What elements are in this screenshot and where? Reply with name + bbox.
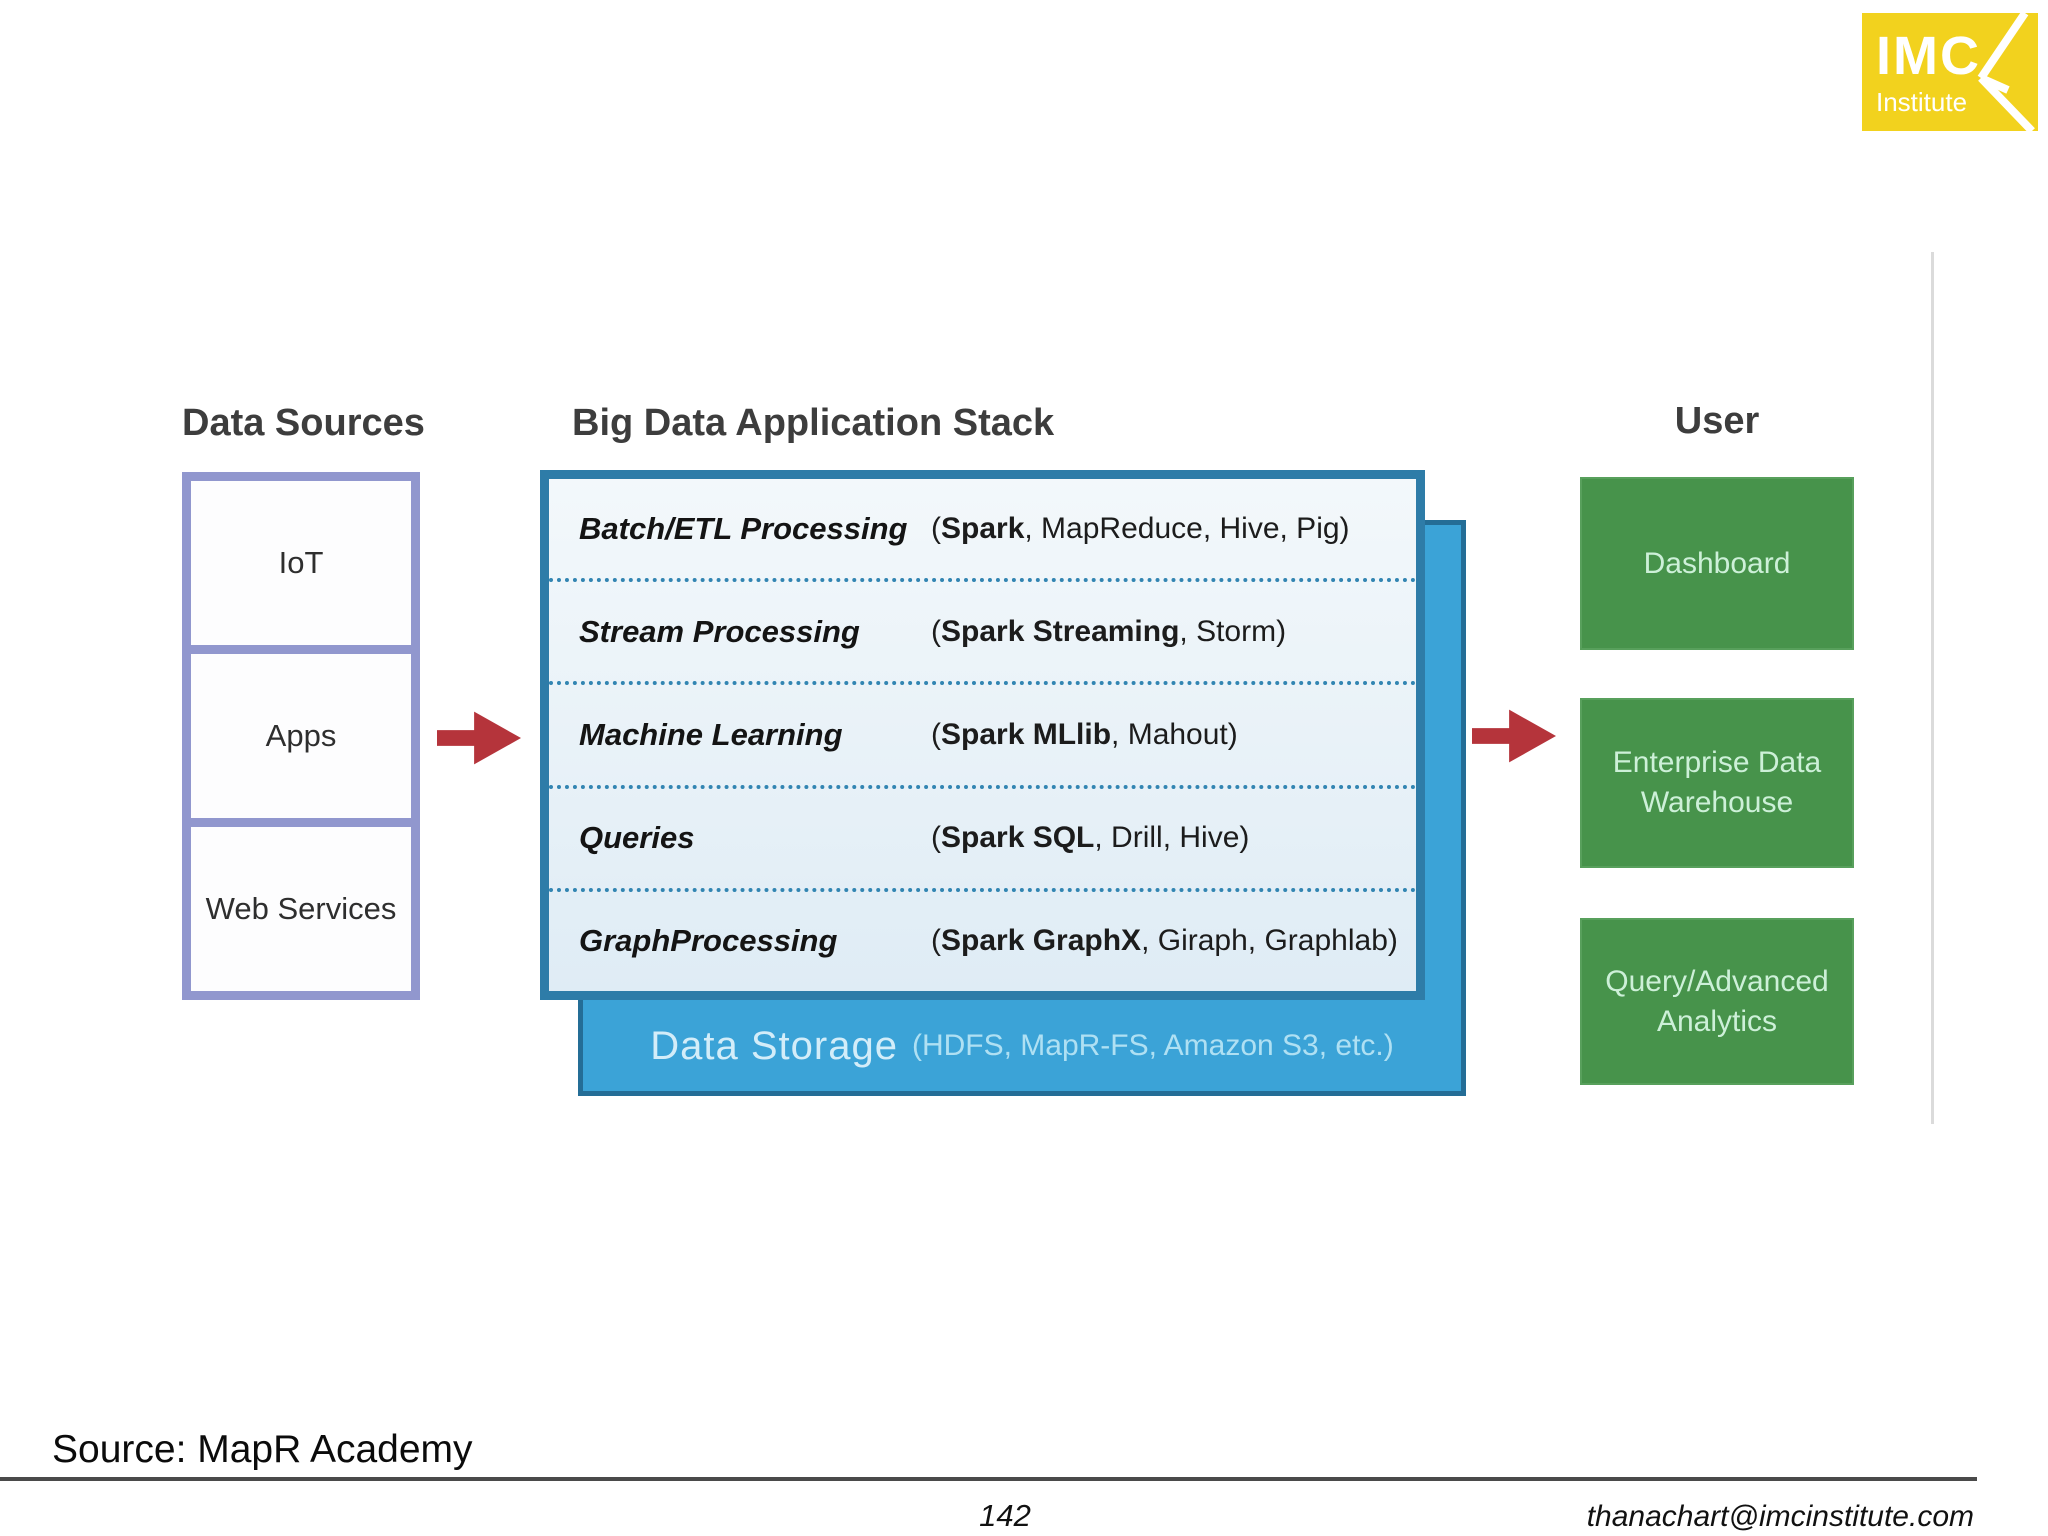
- arrow-right-icon: [437, 711, 521, 765]
- user-box-query-advanced-analytics: Query/Advanced Analytics: [1580, 918, 1854, 1085]
- source-cell-iot: IoT: [191, 481, 411, 645]
- stack-row-label: GraphProcessing: [579, 923, 838, 959]
- source-cell-apps: Apps: [191, 645, 411, 818]
- stack-row-batch-etl: Batch/ETL Processing (Spark, MapReduce, …: [549, 479, 1416, 578]
- user-heading: User: [1674, 400, 1760, 442]
- data-storage-detail: (HDFS, MapR-FS, Amazon S3, etc.): [911, 1029, 1394, 1062]
- data-sources-heading: Data Sources: [182, 402, 425, 444]
- source-cell-web-services: Web Services: [191, 818, 411, 991]
- source-attribution: Source: MapR Academy: [52, 1428, 473, 1471]
- stack-row-label: Machine Learning: [579, 717, 843, 752]
- logo-chevron-icon: [1977, 13, 2035, 131]
- stack-row-label: Stream Processing: [579, 613, 860, 649]
- slide-frame-edge: [1931, 252, 1934, 1124]
- data-storage-title: Data Storage: [650, 1023, 898, 1068]
- stack-row-label: Batch/ETL Processing: [579, 510, 908, 546]
- data-sources-box: IoT Apps Web Services: [182, 472, 420, 1000]
- user-box-dashboard: Dashboard: [1580, 477, 1854, 650]
- footer-divider: [0, 1477, 1977, 1481]
- stack-box: Batch/ETL Processing (Spark, MapReduce, …: [540, 470, 1425, 1000]
- stack-row-stream: Stream Processing (Spark Streaming, Stor…: [549, 578, 1416, 681]
- user-box-enterprise-data-warehouse: Enterprise Data Warehouse: [1580, 698, 1854, 868]
- stack-row-queries: Queries (Spark SQL, Drill, Hive): [549, 784, 1416, 888]
- stack-row-value: (Spark MLlib, Mahout): [931, 718, 1238, 751]
- stack-row-graph-processing: GraphProcessing (Spark GraphX, Giraph, G…: [549, 887, 1416, 991]
- data-storage-bar: Data Storage (HDFS, MapR-FS, Amazon S3, …: [578, 1000, 1466, 1092]
- page-number: 142: [979, 1498, 1031, 1533]
- logo-text-institute: Institute: [1876, 87, 1968, 117]
- logo-text-imc: IMC: [1876, 26, 1981, 86]
- stack-row-value: (Spark SQL, Drill, Hive): [931, 821, 1250, 855]
- stack-row-label: Queries: [579, 820, 695, 856]
- contact-email: thanachart@imcinstitute.com: [1586, 1500, 1974, 1533]
- stack-row-machine-learning: Machine Learning (Spark MLlib, Mahout): [549, 681, 1416, 784]
- arrow-right-icon: [1472, 709, 1556, 763]
- stack-row-value: (Spark Streaming, Storm): [931, 614, 1287, 648]
- stack-row-value: (Spark, MapReduce, Hive, Pig): [931, 511, 1350, 545]
- imc-institute-logo: IMC Institute: [1862, 13, 2038, 131]
- stack-heading: Big Data Application Stack: [572, 402, 1055, 444]
- stack-row-value: (Spark GraphX, Giraph, Graphlab): [931, 924, 1398, 958]
